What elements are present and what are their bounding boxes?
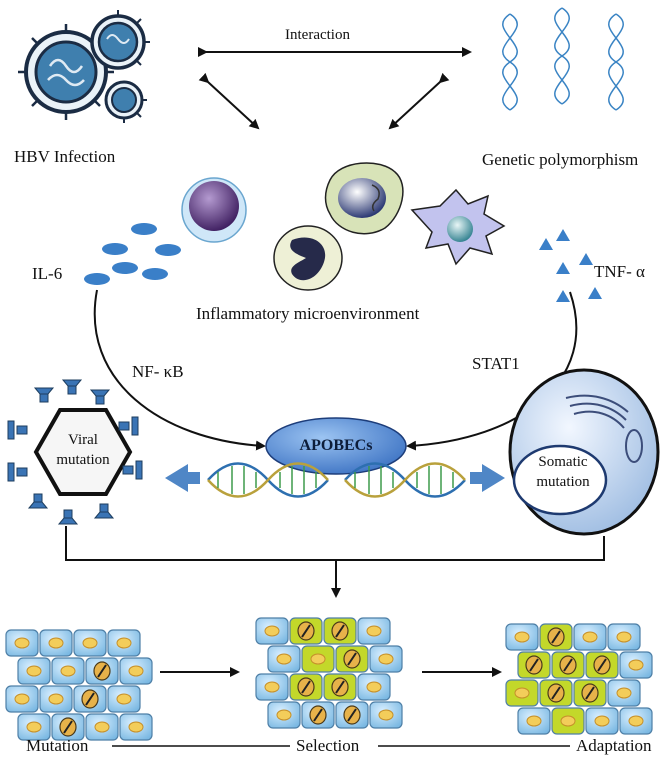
somatic-mutation-label-line2: mutation bbox=[536, 474, 590, 490]
cell-nucleus bbox=[26, 721, 42, 733]
tissue-mutation-icon bbox=[5, 629, 153, 741]
cell-nucleus bbox=[366, 681, 382, 693]
mutation-mark bbox=[335, 680, 345, 694]
interaction-label: Interaction bbox=[285, 27, 350, 43]
hbv-infection-label: HBV Infection bbox=[14, 147, 116, 166]
stage-adaptation-label: Adaptation bbox=[576, 736, 652, 755]
cell-nucleus bbox=[116, 637, 132, 649]
mutation-mark bbox=[301, 624, 311, 638]
apobecs-label: APOBECs bbox=[299, 437, 373, 454]
tnf-molecules bbox=[539, 229, 602, 302]
cell-nucleus bbox=[14, 637, 30, 649]
cell-nucleus bbox=[616, 631, 632, 643]
il6-molecules bbox=[84, 223, 181, 285]
mutation-mark bbox=[597, 658, 607, 672]
cell-nucleus bbox=[628, 715, 644, 727]
cell-nucleus bbox=[616, 687, 632, 699]
cell-nucleus bbox=[276, 653, 292, 665]
convergence-lines bbox=[65, 526, 605, 598]
cell-nucleus bbox=[526, 715, 542, 727]
stat1-label: STAT1 bbox=[472, 354, 520, 373]
mutation-mark bbox=[347, 708, 357, 722]
cell-nucleus bbox=[48, 693, 64, 705]
il6-label: IL-6 bbox=[32, 264, 63, 283]
mutation-mark bbox=[585, 686, 595, 700]
stage-mutation-label: Mutation bbox=[26, 736, 89, 755]
dna-double-helix-icon bbox=[207, 462, 466, 498]
cell-nucleus bbox=[48, 637, 64, 649]
dendritic-cell-icon bbox=[410, 188, 506, 266]
cell-nucleus bbox=[276, 709, 292, 721]
interaction-arrows bbox=[198, 47, 472, 130]
cell-nucleus bbox=[264, 681, 280, 693]
cell-nucleus bbox=[514, 631, 530, 643]
cell-nucleus bbox=[378, 653, 394, 665]
mutation-mark bbox=[347, 652, 357, 666]
apobec-ellipse bbox=[265, 417, 407, 475]
cell-nucleus bbox=[128, 665, 144, 677]
lymphocyte-icon bbox=[181, 177, 247, 243]
stage-selection-label: Selection bbox=[296, 736, 360, 755]
nfkb-label: NF- κB bbox=[132, 362, 184, 381]
somatic-mutation-label-line1: Somatic bbox=[538, 454, 588, 470]
tnf-label: TNF- α bbox=[594, 262, 645, 281]
cell-nucleus bbox=[628, 659, 644, 671]
mutation-mark bbox=[551, 630, 561, 644]
cell-nucleus bbox=[310, 653, 326, 665]
blue-arrow-right bbox=[470, 464, 505, 492]
cell-nucleus bbox=[264, 625, 280, 637]
mutation-mark bbox=[529, 658, 539, 672]
somatic-cell-icon bbox=[508, 368, 660, 536]
cell-nucleus bbox=[594, 715, 610, 727]
cell-nucleus bbox=[366, 625, 382, 637]
cell-nucleus bbox=[128, 721, 144, 733]
mutation-mark bbox=[301, 680, 311, 694]
dna-helix-icon bbox=[502, 7, 624, 111]
blue-arrow-left bbox=[165, 464, 200, 492]
mutation-mark bbox=[313, 708, 323, 722]
mutation-mark bbox=[335, 624, 345, 638]
genetic-polymorphism-label: Genetic polymorphism bbox=[482, 150, 639, 169]
macrophage-icon bbox=[324, 162, 404, 235]
mutation-mark bbox=[97, 664, 107, 678]
viral-capsid-icon bbox=[7, 379, 143, 525]
cell-nucleus bbox=[116, 693, 132, 705]
tissue-adaptation-icon bbox=[505, 623, 653, 735]
cell-nucleus bbox=[26, 665, 42, 677]
cell-nucleus bbox=[94, 721, 110, 733]
mutation-mark bbox=[563, 658, 573, 672]
viral-mutation-label-line1: Viral bbox=[68, 432, 98, 448]
neutrophil-icon bbox=[273, 225, 343, 291]
cell-nucleus bbox=[378, 709, 394, 721]
cell-nucleus bbox=[514, 687, 530, 699]
inflammatory-label: Inflammatory microenvironment bbox=[196, 304, 420, 323]
viral-mutation-label-line2: mutation bbox=[56, 452, 110, 468]
cell-nucleus bbox=[14, 693, 30, 705]
mutation-mark bbox=[85, 692, 95, 706]
cell-nucleus bbox=[560, 715, 576, 727]
cell-nucleus bbox=[582, 631, 598, 643]
cell-nucleus bbox=[82, 637, 98, 649]
mutation-mark bbox=[551, 686, 561, 700]
hbv-virus-icon bbox=[18, 10, 150, 123]
mutation-mark bbox=[63, 720, 73, 734]
cell-nucleus bbox=[60, 665, 76, 677]
tissue-selection-icon bbox=[255, 617, 403, 729]
